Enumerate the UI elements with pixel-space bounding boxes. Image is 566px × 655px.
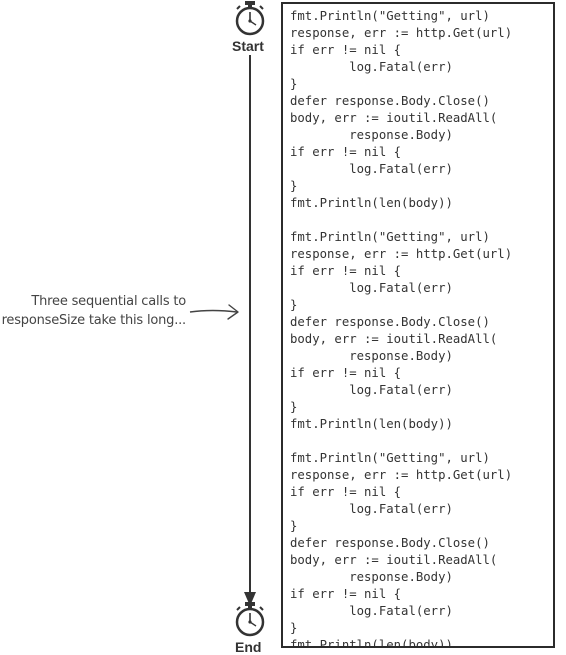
stopwatch-icon bbox=[235, 602, 265, 637]
code-line: response.Body) bbox=[290, 349, 453, 363]
code-line: body, err := ioutil.ReadAll( bbox=[290, 553, 498, 567]
code-line bbox=[290, 212, 553, 229]
code-line: log.Fatal(err) bbox=[290, 60, 453, 74]
annotation-line: responseSize take this long... bbox=[1, 313, 187, 328]
end-label: End bbox=[235, 639, 262, 655]
code-line: response.Body) bbox=[290, 570, 453, 584]
timeline-arrowhead bbox=[244, 592, 256, 606]
code-listing: fmt.Println("Getting", url) response, err… bbox=[281, 2, 555, 648]
code-line: fmt.Println("Getting", url) bbox=[290, 9, 490, 23]
code-line: } bbox=[290, 519, 298, 533]
code-line: log.Fatal(err) bbox=[290, 281, 453, 295]
code-line: } bbox=[290, 179, 298, 193]
code-line: body, err := ioutil.ReadAll( bbox=[290, 332, 498, 346]
annotation-arrow bbox=[189, 304, 239, 320]
code-line: log.Fatal(err) bbox=[290, 162, 453, 176]
code-line: if err != nil { bbox=[290, 264, 402, 278]
code-line: } bbox=[290, 400, 298, 414]
code-line: if err != nil { bbox=[290, 145, 402, 159]
code-line: response, err := http.Get(url) bbox=[290, 26, 513, 40]
code-line: response, err := http.Get(url) bbox=[290, 468, 513, 482]
code-line bbox=[290, 433, 553, 450]
stopwatch-icon bbox=[235, 1, 265, 36]
code-line: defer response.Body.Close() bbox=[290, 315, 490, 329]
code-line: if err != nil { bbox=[290, 43, 402, 57]
code-line: fmt.Println(len(body)) bbox=[290, 196, 453, 210]
code-line: if err != nil { bbox=[290, 587, 402, 601]
code-line: fmt.Println(len(body)) bbox=[290, 417, 453, 431]
code-line: body, err := ioutil.ReadAll( bbox=[290, 111, 498, 125]
code-line: fmt.Println("Getting", url) bbox=[290, 230, 490, 244]
code-line: } bbox=[290, 298, 298, 312]
code-line: fmt.Println("Getting", url) bbox=[290, 451, 490, 465]
annotation-line: Three sequential calls to bbox=[31, 294, 186, 309]
code-line: defer response.Body.Close() bbox=[290, 536, 490, 550]
code-line: if err != nil { bbox=[290, 485, 402, 499]
code-line: log.Fatal(err) bbox=[290, 502, 453, 516]
code-line: } bbox=[290, 77, 298, 91]
code-line: response.Body) bbox=[290, 128, 453, 142]
code-line: fmt.Println(len(body)) bbox=[290, 638, 453, 648]
start-label: Start bbox=[232, 38, 264, 54]
code-line: defer response.Body.Close() bbox=[290, 94, 490, 108]
code-line: log.Fatal(err) bbox=[290, 604, 453, 618]
code-line: if err != nil { bbox=[290, 366, 402, 380]
code-line: response, err := http.Get(url) bbox=[290, 247, 513, 261]
code-line: } bbox=[290, 621, 298, 635]
annotation-text: Three sequential calls to responseSize ta… bbox=[1, 292, 187, 330]
code-line: log.Fatal(err) bbox=[290, 383, 453, 397]
